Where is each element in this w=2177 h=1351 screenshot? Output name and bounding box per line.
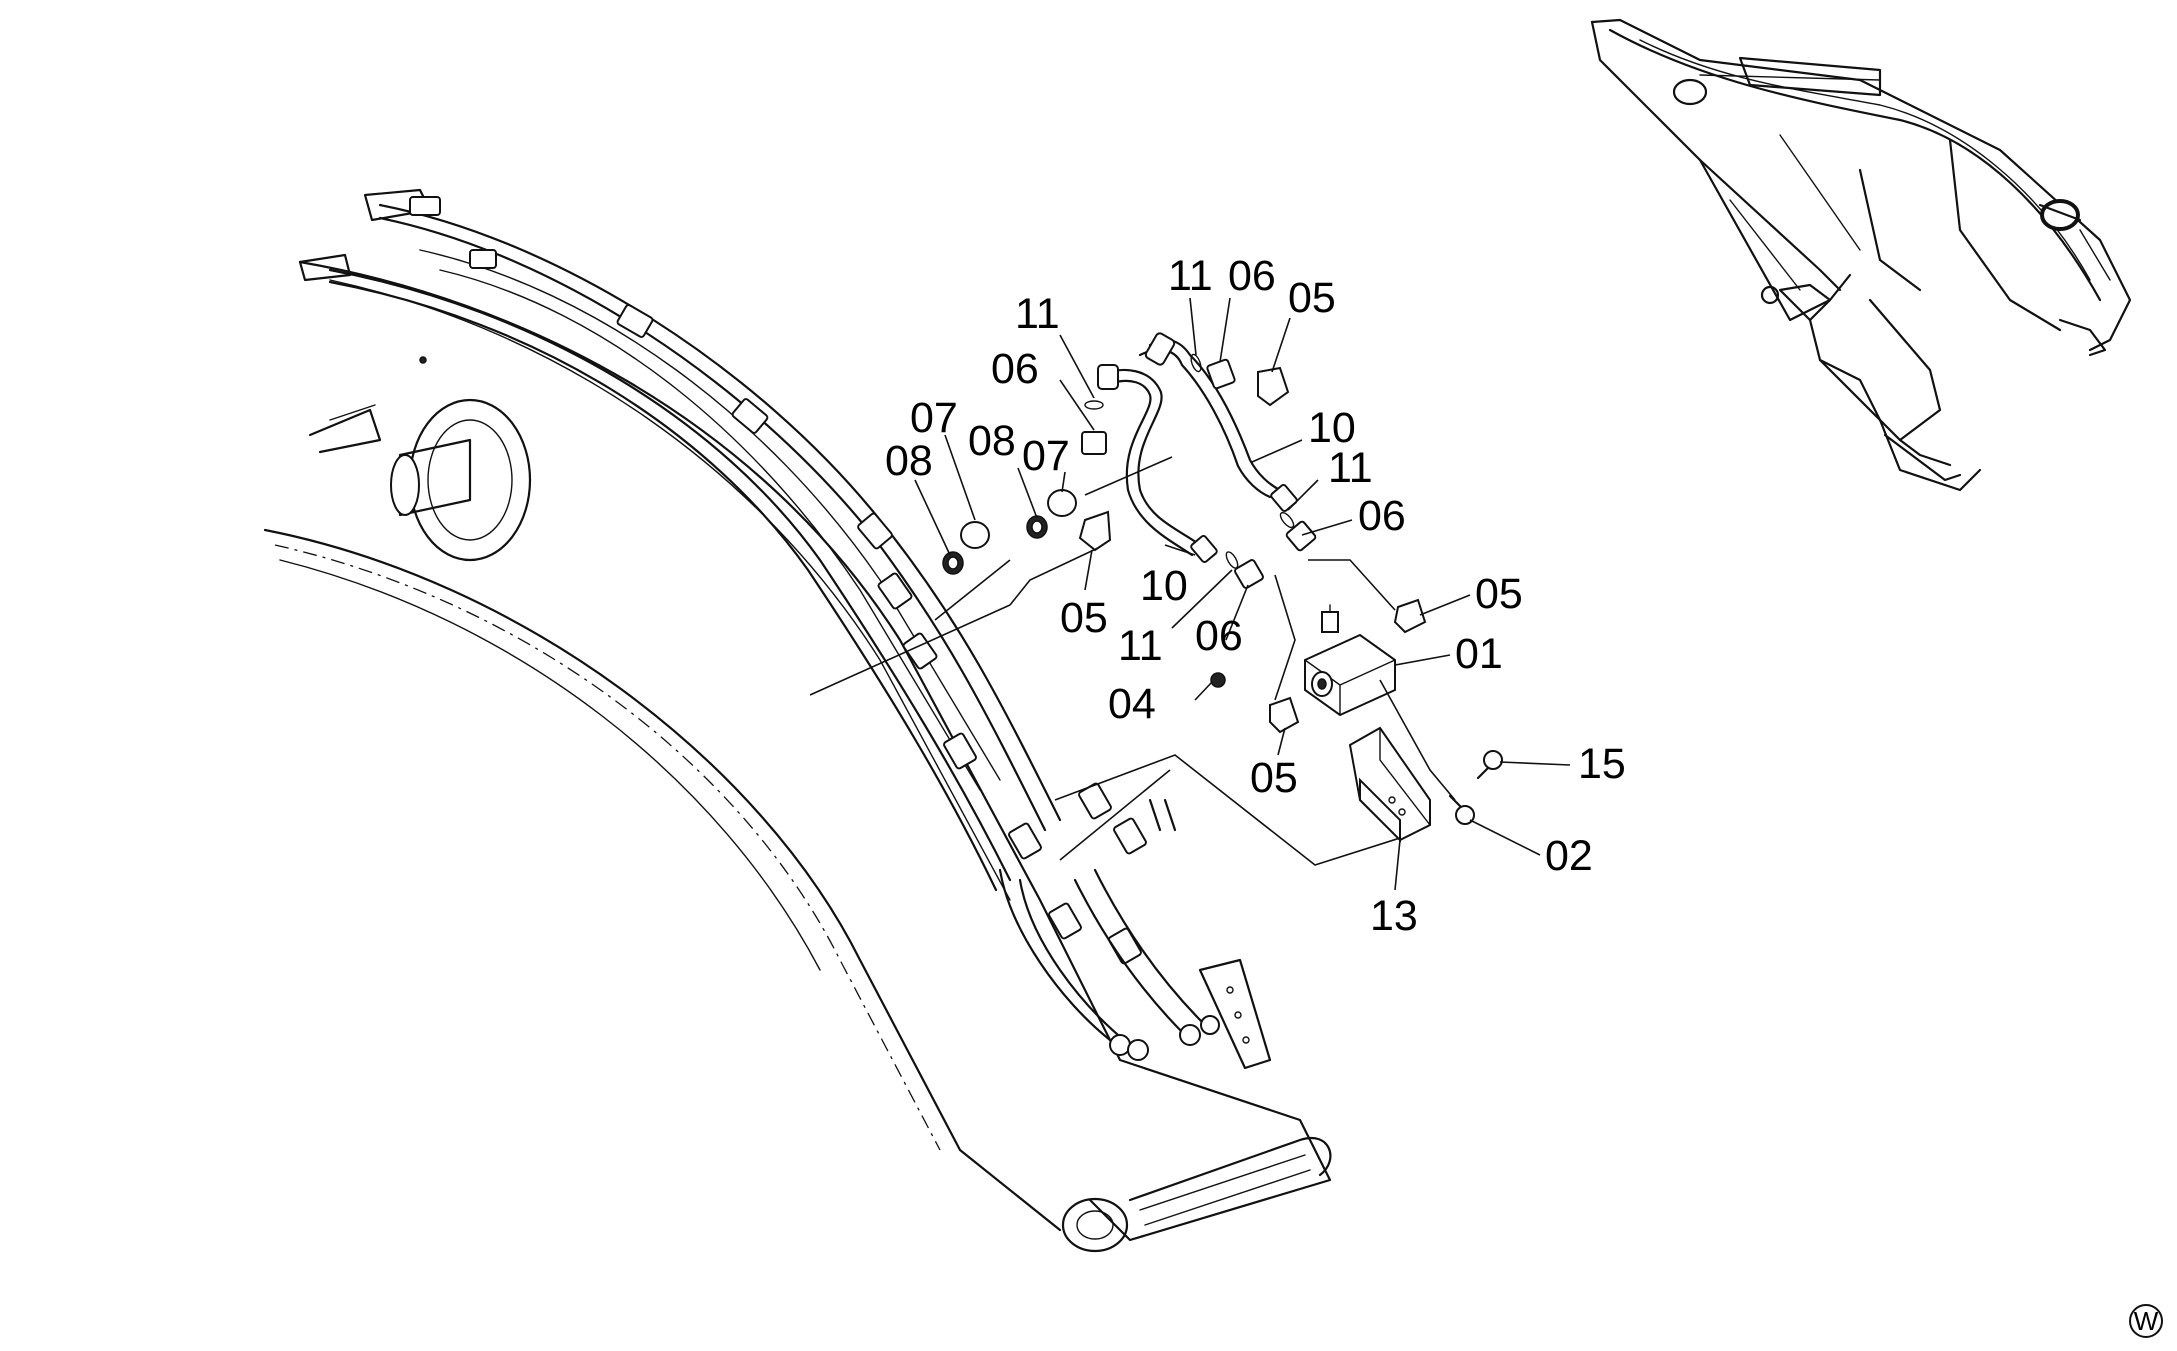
callout-02: 02 [1545,832,1593,880]
callout-13: 13 [1370,892,1418,940]
callout-leaders [914,297,1571,891]
hose-clamps [616,304,1147,965]
o-ring-11 [1190,353,1202,373]
plug-07 [960,521,990,549]
callout-05: 05 [1060,594,1108,642]
callout-11: 11 [1328,444,1373,492]
bolt-15 [1476,750,1503,780]
inset-overview [1590,18,2132,492]
exploded-parts [809,332,1503,866]
callout-07: 07 [1022,432,1070,480]
callout-07: 07 [910,394,958,442]
callout-04: 04 [1108,680,1156,728]
callout-10: 10 [1308,404,1356,452]
callout-11: 11 [1118,622,1163,670]
bolt-02 [1448,794,1475,825]
callout-08: 08 [885,437,933,485]
callout-05: 05 [1475,570,1523,618]
callout-01: 01 [1455,630,1503,678]
callout-15: 15 [1578,740,1626,788]
plug-04 [1210,672,1226,688]
callout-11: 11 [1168,252,1213,300]
watermark-badge: W [2129,1304,2163,1338]
callout-08: 08 [968,417,1016,465]
callout-06: 06 [1195,612,1243,660]
hose-10-right [1148,338,1282,492]
arm-assembly [263,188,1332,1253]
adapter-06 [1206,358,1236,390]
callout-06: 06 [991,345,1039,393]
callout-06: 06 [1358,492,1406,540]
callout-05: 05 [1288,274,1336,322]
elbow-05 [1257,366,1290,407]
callout-10: 10 [1140,562,1188,610]
callout-06: 06 [1228,252,1276,300]
valve-01 [1304,604,1396,717]
callout-11: 11 [1015,290,1060,338]
watermark-letter: W [2134,1306,2159,1336]
bracket-13 [1348,726,1431,843]
callout-05: 05 [1250,754,1298,802]
callout-labels: 11 06 05 11 06 07 08 08 07 10 11 06 05 1… [885,252,1626,940]
hose-10-left [1098,368,1202,547]
